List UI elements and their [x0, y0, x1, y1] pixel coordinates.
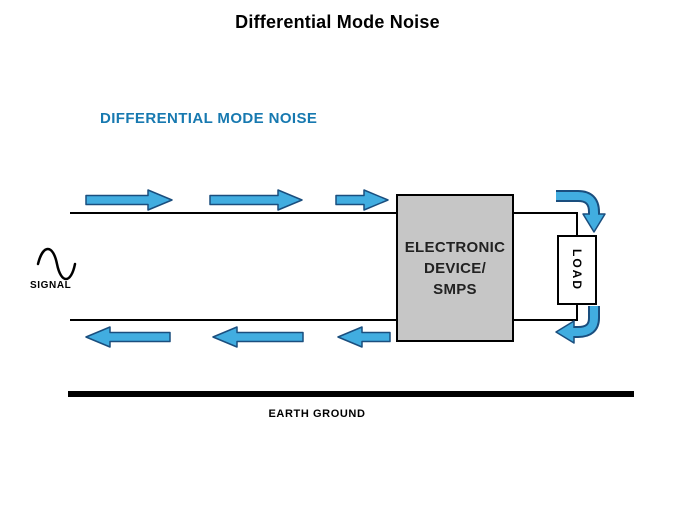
device-box-line: ELECTRONIC — [404, 238, 506, 256]
device-box-line: DEVICE/ — [423, 259, 487, 277]
noise-arrow-left-3 — [337, 326, 391, 348]
page-title: Differential Mode Noise — [235, 12, 440, 32]
curved-arrow-left — [555, 306, 600, 344]
noise-arrow-right-3 — [335, 189, 389, 211]
diagram-heading: DIFFERENTIAL MODE NOISE — [100, 110, 318, 127]
noise-arrow-right-2 — [209, 189, 303, 211]
device-box: ELECTRONIC DEVICE/ SMPS — [396, 194, 514, 342]
earth-ground-label: EARTH GROUND — [268, 408, 366, 420]
load-box: LOAD — [557, 235, 597, 305]
noise-arrow-right-1 — [85, 189, 173, 211]
bottom-wire-right — [514, 303, 578, 321]
sine-wave-icon — [36, 247, 77, 281]
noise-arrow-left-2 — [212, 326, 304, 348]
device-box-line: SMPS — [433, 280, 477, 298]
curved-arrow-down — [556, 190, 606, 233]
noise-arrow-left-1 — [85, 326, 171, 348]
signal-label: SIGNAL — [30, 280, 72, 291]
load-label: LOAD — [570, 249, 584, 291]
top-wire-right — [514, 212, 578, 237]
